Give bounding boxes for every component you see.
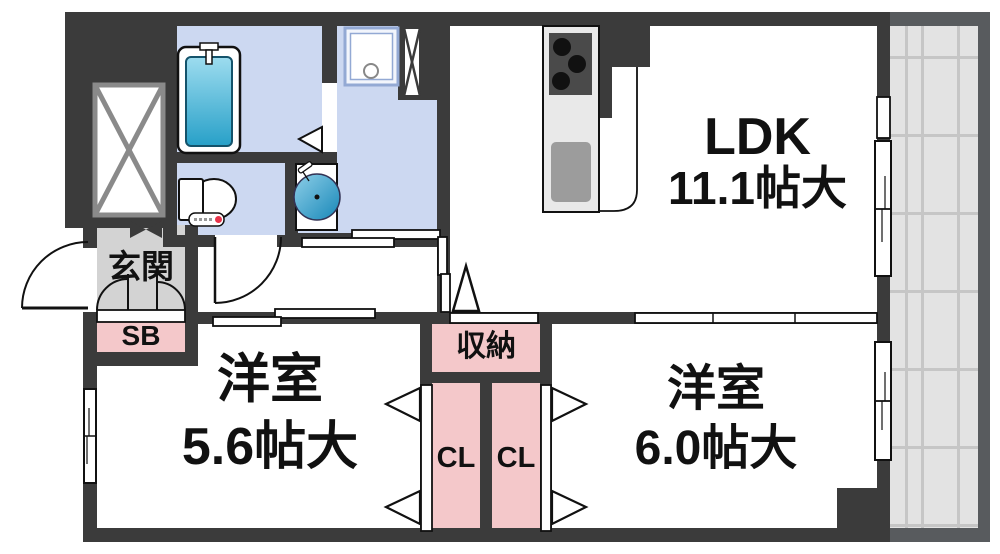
wall-washroom-hall <box>293 233 450 247</box>
wall-top <box>65 12 890 26</box>
washroom-floor-lower <box>298 163 437 233</box>
kitchen-sink <box>551 142 591 202</box>
balcony <box>890 26 978 528</box>
closet-left <box>432 383 480 528</box>
balcony-border-right <box>978 12 990 542</box>
wall-left-above-door <box>83 228 97 248</box>
wall-left-lower <box>83 312 97 542</box>
balcony-border-bottom <box>890 528 990 542</box>
wall-storage-closet <box>432 372 540 383</box>
wall-closet-middle <box>480 383 492 528</box>
shoe-box <box>97 322 185 352</box>
room-label-western-small: 洋室 <box>217 350 323 409</box>
wall-pipe-space-block <box>398 26 450 100</box>
storage-box <box>432 324 540 372</box>
room-size-ldk: 11.1帖大 <box>668 162 847 214</box>
wall-toilet-washroom <box>285 163 298 235</box>
wall-bottom <box>83 528 890 542</box>
wall-closet-right-side <box>540 312 552 542</box>
wall-toilet-left <box>163 163 177 247</box>
entrance-door-swing <box>21 241 89 310</box>
wall-bath-washroom <box>322 26 337 83</box>
wall-washroom-ldk <box>437 100 450 312</box>
room-size-western-small: 5.6帖大 <box>181 418 359 476</box>
wall-left-upper-block <box>65 12 177 228</box>
bathroom-floor <box>177 26 322 152</box>
closet-right-label: CL <box>496 442 536 474</box>
room-label-ldk: LDK <box>704 108 811 166</box>
toilet-door-swing <box>213 236 282 304</box>
wall-room2-corner-column <box>837 488 877 528</box>
balcony-border-top <box>890 12 990 26</box>
shoe-box-label: SB <box>121 320 161 351</box>
closet-right <box>492 383 540 528</box>
room-size-western-large: 6.0帖大 <box>634 422 798 475</box>
wall-below-shoebox <box>83 352 198 366</box>
wall-ldk-room2 <box>552 312 890 324</box>
wall-toilet-bottom-left <box>163 235 215 247</box>
entrance-label: 玄関 <box>108 248 174 285</box>
bathroom-door-opening <box>322 83 337 152</box>
wall-bath-toilet <box>163 152 337 163</box>
room-label-western-large: 洋室 <box>666 362 765 416</box>
wall-hall-rooms <box>185 312 552 324</box>
closet-left-label: CL <box>436 442 476 474</box>
gas-stove <box>549 33 592 95</box>
storage-label: 収納 <box>456 330 516 363</box>
wall-right <box>877 12 890 542</box>
